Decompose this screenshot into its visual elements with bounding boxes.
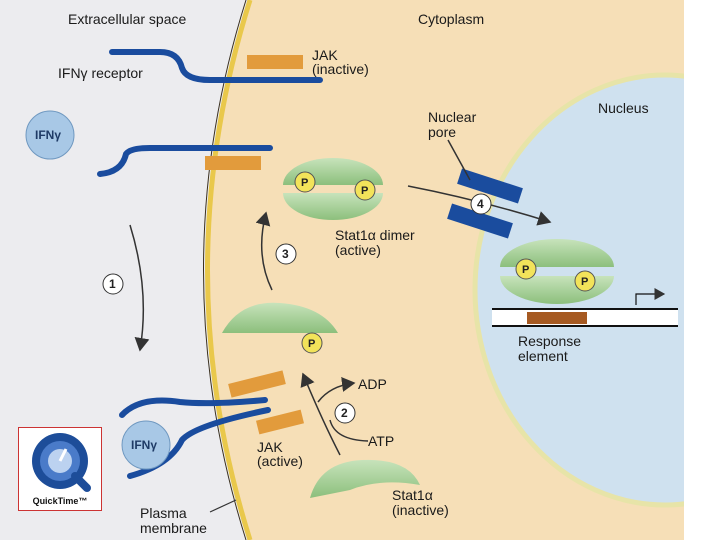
phosphate-3-label: P <box>522 264 529 276</box>
stat-dimer-label: Stat1α dimer (active) <box>335 227 419 258</box>
extracellular-space-label: Extracellular space <box>68 11 186 27</box>
jak-active-bottom <box>255 409 305 435</box>
step-3-marker <box>275 243 297 265</box>
step-3-arrow <box>255 211 273 291</box>
step-4-marker <box>470 193 492 215</box>
step-2-arrow <box>300 372 341 456</box>
ifn-receptor-top-lower <box>97 145 273 177</box>
plasma-membrane <box>205 0 253 540</box>
phosphate-free-label: P <box>308 338 315 350</box>
step-2-marker <box>334 402 356 424</box>
quicktime-q-icon <box>32 433 91 492</box>
response-element <box>527 312 587 324</box>
plasma-membrane-label: Plasma membrane <box>140 505 207 536</box>
ifn-gamma-free-label: IFNγ <box>35 128 61 142</box>
ifn-receptor-label: IFNγ receptor <box>58 65 143 81</box>
step-2-label: 2 <box>341 406 348 420</box>
nuclear-pore-lower <box>447 203 513 239</box>
nuclear-pore-upper <box>457 168 523 204</box>
step-1-label: 1 <box>109 277 116 291</box>
cytoplasm-label: Cytoplasm <box>418 11 484 27</box>
jak-inactive-top <box>247 55 303 69</box>
nuclear-pore-pointer <box>447 139 471 181</box>
jak-active-label: JAK (active) <box>257 439 303 469</box>
transcription-start-arrow <box>635 288 666 305</box>
adp-label: ADP <box>358 376 387 392</box>
jak-inactive-bottom <box>205 156 261 170</box>
atp-label: ATP <box>368 433 394 449</box>
stat1a-inactive <box>310 459 420 498</box>
response-element-label: Response element <box>518 333 585 364</box>
quicktime-caption: QuickTime™ <box>32 496 88 506</box>
ifn-receptor-top-upper <box>109 49 323 83</box>
plasma-membrane-pointer <box>209 499 237 513</box>
phosphate-2 <box>354 179 376 201</box>
phosphate-4 <box>574 270 596 292</box>
ifn-gamma-bound <box>121 420 171 470</box>
quicktime-logo: QuickTime™ <box>18 427 102 511</box>
right-border <box>684 0 720 540</box>
ifn-gamma-free <box>25 110 75 160</box>
phosphate-1 <box>294 171 316 193</box>
stat1a-phosphorylated <box>222 302 338 333</box>
step-2-adp-curve <box>317 377 356 403</box>
ifn-gamma-bound-label: IFNγ <box>131 438 157 452</box>
jak-inactive-label: JAK (inactive) <box>312 47 369 77</box>
phosphate-1-label: P <box>301 177 308 189</box>
step-1-arrow <box>129 224 150 352</box>
phosphate-2-label: P <box>361 185 368 197</box>
ifn-receptor-bottom-upper <box>119 397 268 418</box>
nucleus-label: Nucleus <box>598 100 649 116</box>
step-1-marker <box>102 273 124 295</box>
nuclear-pore-label: Nuclear pore <box>428 109 480 140</box>
phosphate-3 <box>515 258 537 280</box>
plasma-membrane-edge <box>203 0 247 540</box>
step-2-atp-curve <box>329 419 369 442</box>
phosphate-4-label: P <box>581 276 588 288</box>
step-3-label: 3 <box>282 247 289 261</box>
stat-inactive-label: Stat1α (inactive) <box>392 487 449 518</box>
jak-active-top <box>228 370 286 398</box>
phosphate-free <box>301 332 323 354</box>
step-4-label: 4 <box>477 197 484 211</box>
